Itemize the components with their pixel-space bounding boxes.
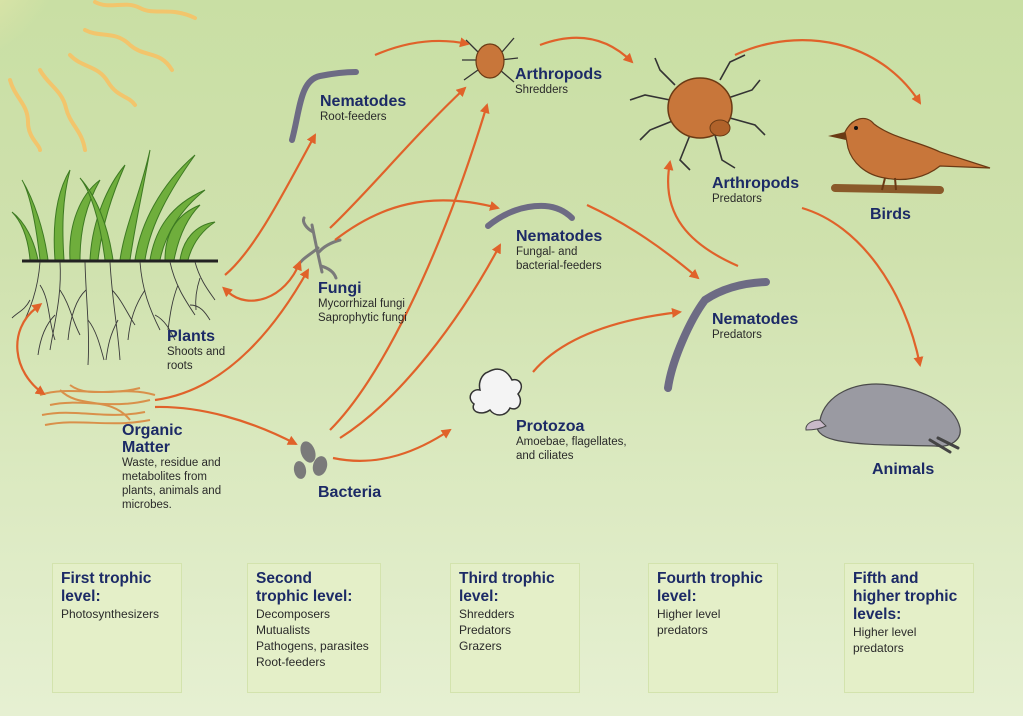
fungal-feeder-nematode-icon [485,202,575,229]
bacteria-icon [293,441,328,479]
fungi-label: Fungi Mycorrhizal fungi Saprophytic fung… [318,280,407,324]
arthropods-predators-label: Arthropods Predators [712,175,800,205]
sun-icon [0,0,197,152]
food-web-arrows [16,36,924,462]
plants-label: Plants Shoots and roots [167,328,226,372]
protozoa-icon [469,368,523,416]
plants-illustration [11,149,218,366]
bird-icon [828,117,991,194]
protozoa-label: Protozoa Amoebae, flagellates, and cilia… [516,418,627,462]
organic-matter-illustration [39,384,156,426]
trophic-level-2-box: Second trophic level: Decomposers Mutual… [247,563,381,693]
predator-nematode-icon [664,278,770,392]
birds-label: Birds [870,206,911,223]
fungi-icon [294,216,342,280]
organic-matter-label: Organic Matter Waste, residue and metabo… [122,422,222,511]
bacteria-label: Bacteria [318,484,382,501]
mole-icon [805,383,961,454]
trophic-level-3-box: Third trophic level: Shredders Predators… [450,563,580,693]
shredder-arthropod-icon [462,37,519,83]
nematodes-fungal-bacterial-feeders-label: Nematodes Fungal- and bacterial-feeders [516,228,603,272]
nematodes-root-feeders-label: Nematodes Root-feeders [320,93,407,123]
animals-label: Animals [872,461,935,478]
trophic-level-4-box: Fourth trophic level: Higher level preda… [648,563,778,693]
predator-arthropod-icon [629,54,766,171]
trophic-level-5-box: Fifth and higher trophic levels: Higher … [844,563,974,693]
trophic-level-1-box: First trophic level: Photosynthesizers [52,563,182,693]
arthropods-shredders-label: Arthropods Shredders [515,66,603,96]
nematodes-predators-label: Nematodes Predators [712,311,799,341]
root-feeder-nematode-icon [289,69,359,143]
